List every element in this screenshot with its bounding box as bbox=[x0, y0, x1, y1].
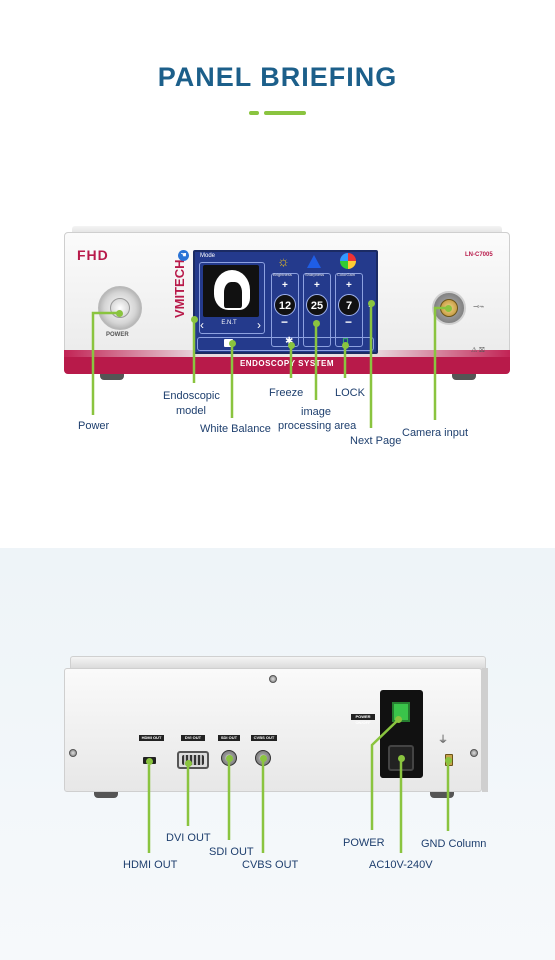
title-dash-short bbox=[249, 111, 259, 115]
callout-endoscopic: Endoscopic bbox=[163, 390, 220, 402]
brightness-caption: Brightness bbox=[273, 272, 292, 277]
callout-ac-input: AC10V-240V bbox=[369, 859, 433, 871]
callout-dot bbox=[368, 300, 375, 307]
callout-dot bbox=[191, 316, 198, 323]
callout-cvbs-out: CVBS OUT bbox=[242, 859, 299, 871]
dvi-pins bbox=[182, 755, 204, 765]
front-stripe-fade bbox=[64, 350, 510, 358]
front-red-stripe bbox=[64, 357, 510, 374]
callout-dot bbox=[260, 755, 267, 762]
callout-dot bbox=[288, 342, 295, 349]
callout-image: image bbox=[301, 406, 331, 418]
ground-symbol-icon: ⏚ bbox=[438, 735, 448, 746]
panel-briefing-section: PANEL BRIEFING FHD LN-C7005 VMITECH ☚ PO… bbox=[64, 62, 510, 447]
endoscopy-system-label: ENDOSCOPY SYSTEM bbox=[239, 359, 335, 368]
device-top-edge bbox=[72, 226, 502, 236]
device-foot bbox=[430, 792, 454, 798]
triangle-icon bbox=[307, 255, 321, 268]
color-gain-minus-button[interactable]: − bbox=[345, 315, 353, 329]
callout-dot bbox=[342, 342, 349, 349]
callout-camera-input: Camera input bbox=[402, 427, 469, 439]
callout-processing-area: processing area bbox=[278, 420, 357, 432]
sharpness-value: 25 bbox=[306, 294, 328, 316]
callout-power: Power bbox=[78, 420, 110, 432]
hdmi-tag: HDMI OUT bbox=[139, 735, 164, 741]
sun-icon: ☼ bbox=[277, 253, 290, 269]
mode-name: E.N.T bbox=[221, 320, 237, 326]
screw-icon bbox=[470, 749, 478, 757]
dvi-tag: DVI OUT bbox=[181, 735, 205, 741]
title-dash-long bbox=[264, 111, 306, 115]
head-inner-icon bbox=[224, 282, 242, 308]
lock-icon[interactable]: ⊓ bbox=[342, 336, 350, 346]
callout-dot bbox=[229, 340, 236, 347]
callout-next-page: Next Page bbox=[350, 435, 402, 447]
callout-dot bbox=[445, 757, 452, 764]
callout-freeze: Freeze bbox=[269, 387, 304, 399]
callout-dot bbox=[395, 716, 402, 723]
model-number: LN-C7005 bbox=[465, 252, 493, 258]
callout-model: model bbox=[176, 405, 206, 417]
color-gain-caption: ColorGain bbox=[337, 272, 356, 277]
palette-icon bbox=[340, 253, 356, 269]
brand-logo: FHD bbox=[77, 247, 109, 263]
power-switch-tag: POWER ON/OFF bbox=[351, 714, 375, 725]
screw-icon bbox=[269, 675, 277, 683]
callout-white-balance: White Balance bbox=[200, 423, 271, 435]
warning-symbols-icon: ⚠ ⛝ bbox=[471, 347, 485, 354]
callout-hdmi-out: HDMI OUT bbox=[123, 859, 178, 871]
device-foot bbox=[452, 374, 476, 380]
white-balance-icon[interactable] bbox=[224, 339, 233, 347]
front-callout-lines bbox=[91, 303, 449, 428]
brightness-value: 12 bbox=[274, 294, 296, 316]
sharpness-caption: Sharpness bbox=[305, 272, 325, 277]
endoscopic-mode-tile[interactable] bbox=[199, 262, 265, 334]
cvbs-tag: CVBS OUT bbox=[251, 735, 277, 741]
device-foot bbox=[94, 792, 118, 798]
sdi-tag: SDI OUT bbox=[218, 735, 240, 741]
callout-dot bbox=[146, 758, 153, 765]
color-gain-control bbox=[335, 273, 363, 347]
camera-cable-icon: ⊸⌁ bbox=[473, 302, 485, 311]
screen-function-bar bbox=[197, 337, 374, 351]
power-button-label: POWER bbox=[106, 332, 129, 338]
callout-dot bbox=[445, 305, 452, 312]
callout-dot bbox=[313, 320, 320, 327]
callout-gnd-column: GND Column bbox=[421, 838, 487, 850]
rear-device-side bbox=[482, 668, 488, 792]
page-title: PANEL BRIEFING bbox=[157, 62, 398, 92]
callout-dot bbox=[185, 760, 192, 767]
callout-dvi-out: DVI OUT bbox=[166, 832, 211, 844]
brightness-minus-button[interactable]: − bbox=[281, 315, 289, 329]
callout-power-switch: POWER bbox=[343, 837, 385, 849]
callout-lock: LOCK bbox=[335, 387, 365, 399]
sharpness-plus-button[interactable]: + bbox=[314, 280, 320, 291]
callout-sdi-out: SDI OUT bbox=[209, 846, 254, 858]
callout-dot bbox=[398, 755, 405, 762]
chevron-left-icon[interactable]: ‹ bbox=[200, 318, 204, 332]
color-gain-plus-button[interactable]: + bbox=[346, 280, 352, 291]
callout-dot bbox=[116, 310, 123, 317]
touch-hand-icon: ☚ bbox=[178, 250, 189, 261]
brightness-plus-button[interactable]: + bbox=[282, 280, 288, 291]
device-foot bbox=[100, 374, 124, 380]
callout-dot bbox=[226, 755, 233, 762]
color-gain-value: 7 bbox=[338, 294, 360, 316]
freeze-snowflake-icon[interactable]: ✱ bbox=[285, 336, 293, 347]
screw-icon bbox=[69, 749, 77, 757]
brightness-control bbox=[271, 273, 299, 347]
chevron-right-icon[interactable]: › bbox=[257, 318, 261, 332]
mode-label: Mode bbox=[200, 253, 216, 259]
